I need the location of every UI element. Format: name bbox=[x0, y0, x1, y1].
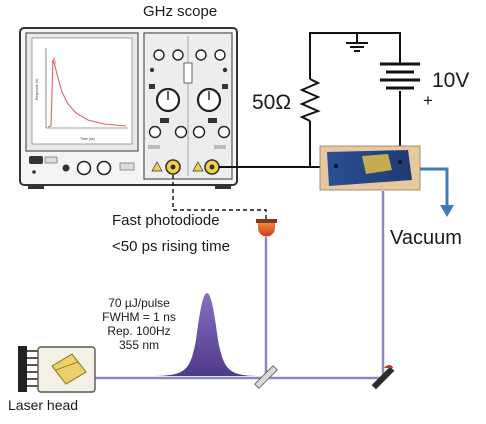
scope-knob[interactable] bbox=[153, 49, 165, 61]
laser-beam bbox=[95, 191, 385, 380]
bias-circuit bbox=[219, 32, 420, 168]
beam-splitter bbox=[254, 365, 278, 389]
scope-knob[interactable] bbox=[76, 160, 92, 176]
scope-knob[interactable] bbox=[217, 125, 231, 139]
vacuum-label: Vacuum bbox=[390, 227, 462, 249]
photodiode-icon bbox=[258, 223, 275, 237]
vacuum-arrow bbox=[420, 167, 454, 217]
mirror bbox=[371, 365, 395, 390]
pulse-fwhm: FWHM = 1 ns bbox=[102, 310, 176, 324]
scope-knob[interactable] bbox=[214, 49, 226, 61]
scope-knob[interactable] bbox=[172, 49, 184, 61]
fast-photodiode bbox=[256, 219, 277, 237]
resistor-label: 50Ω bbox=[252, 91, 292, 114]
scope-power-button[interactable] bbox=[29, 156, 43, 164]
scope-knob[interactable] bbox=[195, 49, 207, 61]
scope-slider[interactable] bbox=[183, 62, 193, 84]
scope-plot: Response (V) Time (ns) bbox=[35, 48, 128, 141]
oscilloscope: Response (V) Time (ns) bbox=[19, 27, 238, 189]
laser-pulse-shape bbox=[150, 293, 262, 376]
polarity-plus-label: + bbox=[423, 91, 433, 110]
photodiode-label: Fast photodiode bbox=[112, 212, 220, 229]
photodiode-rise-time-label: <50 ps rising time bbox=[112, 238, 230, 255]
pulse-wavelength: 355 nm bbox=[118, 338, 160, 352]
wire bbox=[309, 32, 401, 79]
scope-y-axis-label: Response (V) bbox=[35, 79, 39, 100]
voltage-label: 10V bbox=[432, 69, 470, 92]
resistor-50-ohm bbox=[299, 78, 321, 122]
scope-knob[interactable] bbox=[174, 125, 188, 139]
trigger-cable bbox=[172, 175, 267, 220]
laser-crystal bbox=[51, 353, 87, 385]
sample bbox=[319, 145, 421, 191]
laser-head-label: Laser head bbox=[8, 397, 79, 413]
pulse-energy: 70 µJ/pulse bbox=[108, 296, 170, 310]
scope-knob[interactable] bbox=[192, 125, 206, 139]
pulse-rep-rate: Rep. 100Hz bbox=[107, 324, 171, 338]
sample-electrode bbox=[362, 154, 392, 174]
laser-head bbox=[18, 346, 96, 393]
pulse-spec-label: 70 µJ/pulse FWHM = 1 ns Rep. 100Hz 355 n… bbox=[79, 296, 199, 352]
scope-knob[interactable] bbox=[148, 125, 162, 139]
scope-small-knob[interactable] bbox=[62, 164, 70, 172]
scope-trace bbox=[47, 59, 127, 128]
scope-knob[interactable] bbox=[96, 160, 112, 176]
trigger-line bbox=[172, 175, 267, 220]
scope-x-axis-label: Time (ns) bbox=[80, 137, 95, 141]
scope-title: GHz scope bbox=[143, 3, 218, 20]
